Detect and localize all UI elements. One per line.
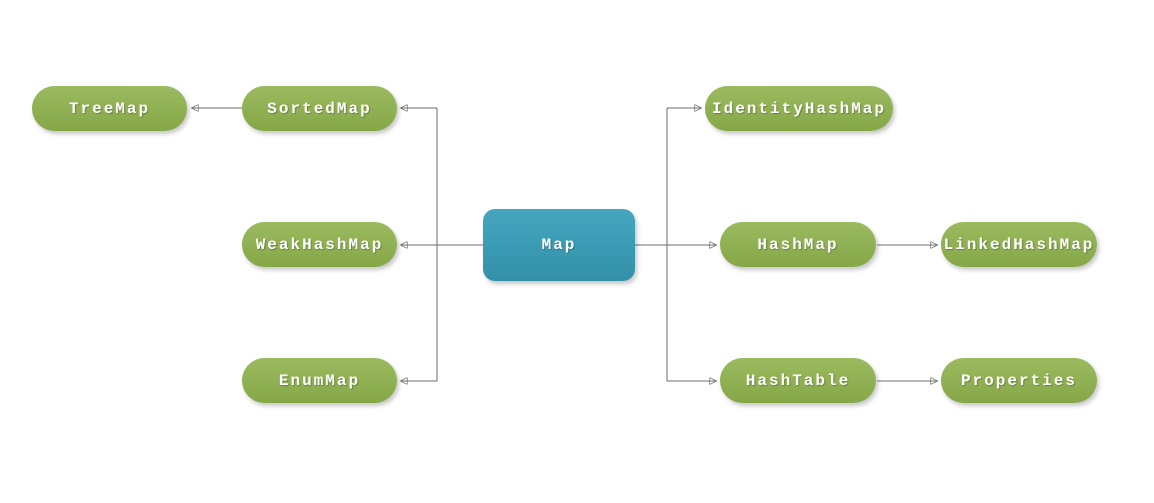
node-treemap: TreeMap bbox=[32, 86, 187, 131]
node-hashtable: HashTable bbox=[720, 358, 876, 403]
node-hashmap: HashMap bbox=[720, 222, 876, 267]
node-identityhashmap: IdentityHashMap bbox=[705, 86, 893, 131]
node-sortedmap: SortedMap bbox=[242, 86, 397, 131]
node-enummap: EnumMap bbox=[242, 358, 397, 403]
node-treemap-label: TreeMap bbox=[68, 99, 151, 118]
node-linkedhashmap-label: LinkedHashMap bbox=[943, 235, 1095, 254]
node-identityhashmap-label: IdentityHashMap bbox=[711, 99, 887, 118]
node-properties: Properties bbox=[941, 358, 1097, 403]
node-hashmap-label: HashMap bbox=[757, 235, 839, 254]
node-weakhashmap: WeakHashMap bbox=[242, 222, 397, 267]
node-enummap-label: EnumMap bbox=[278, 371, 361, 390]
node-linkedhashmap: LinkedHashMap bbox=[941, 222, 1097, 267]
node-map: Map bbox=[483, 209, 635, 281]
node-properties-label: Properties bbox=[960, 371, 1077, 390]
node-hashtable-label: HashTable bbox=[745, 371, 851, 390]
node-weakhashmap-label: WeakHashMap bbox=[255, 235, 384, 254]
node-sortedmap-label: SortedMap bbox=[267, 99, 372, 118]
node-map-label: Map bbox=[541, 236, 577, 254]
